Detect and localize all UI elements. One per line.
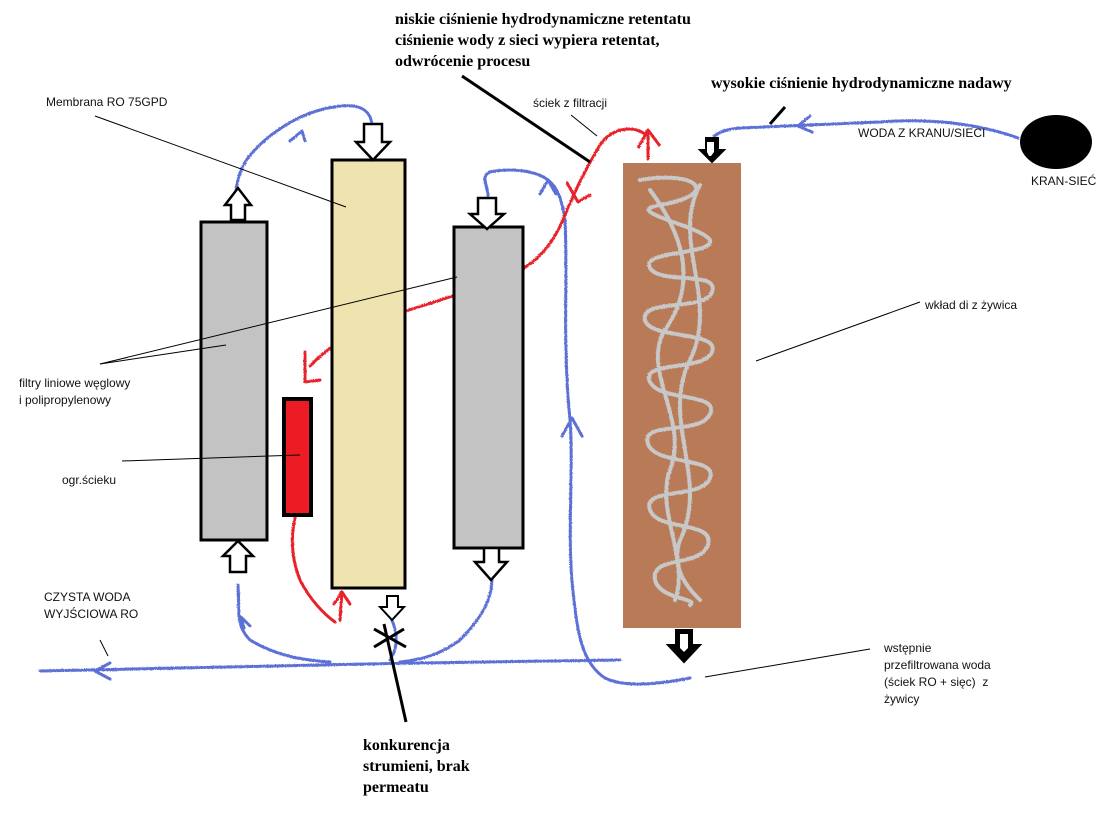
competition-annotation-2: strumieni, brak [363, 758, 470, 775]
clean-water-arrowhead [93, 661, 112, 681]
arrow-down-icon [466, 196, 508, 231]
prefiltered-label-4: żywicy [884, 692, 920, 706]
clean-water-label-1: CZYSTA WODA [44, 590, 131, 604]
waste-filtration-label: ściek z filtracji [533, 96, 608, 110]
line-filter-left [199, 220, 269, 542]
line-filters-label-2: i polipropylenowy [19, 393, 112, 407]
arrow-down-icon [377, 595, 407, 622]
arrow-down-icon [472, 546, 510, 582]
arrow-up-icon [636, 127, 662, 160]
filter-to-membrane-line [234, 104, 374, 192]
high-pressure-annotation: wysokie ciśnienie hydrodynamiczne nadawy [711, 75, 1012, 92]
low-pressure-annotation-3: odwrócenie procesu [395, 53, 531, 70]
arrow-down-icon [353, 122, 393, 162]
tap-water-line [710, 119, 1020, 144]
arrow-down-icon [697, 137, 727, 164]
low-pressure-annotation-2: ciśnienie wody z sieci wypiera retentat, [395, 32, 660, 49]
clean-water-label-2: WYJŚCIOWA RO [44, 607, 139, 621]
prefiltered-water-line [563, 218, 692, 686]
line-filter-right [452, 225, 525, 550]
competition-annotation-3: permeatu [363, 779, 429, 796]
leader-lines [94, 114, 921, 678]
cross-mark-icon [373, 627, 407, 649]
tap-water-label: WODA Z KRANU/SIECI [858, 126, 986, 140]
water-flow-lines [38, 104, 1020, 686]
arrow-down-icon [665, 629, 703, 664]
low-pressure-annotation-1: niskie ciśnienie hydrodynamiczne retenta… [395, 11, 691, 28]
membrane-label: Membrana RO 75GPD [46, 95, 168, 109]
tap-source-label: KRAN-SIEĆ [1031, 174, 1097, 188]
flow-restrictor [282, 397, 313, 517]
line-filters-label-1: filtry liniowe węglowy [19, 376, 131, 390]
prefiltered-label-1: wstępnie [884, 641, 932, 655]
resin-scribble [638, 175, 715, 607]
arrow-up-icon [219, 539, 257, 574]
tap-source-icon [1020, 115, 1092, 169]
restrictor-to-membrane-line [290, 516, 337, 624]
clean-water-output-line [38, 658, 622, 673]
arrow-up-icon [222, 185, 254, 222]
prefiltered-label-3: (ściek RO + sięc) z [884, 675, 989, 689]
prefiltered-label-2: przefiltrowana woda [884, 658, 991, 672]
resin-cartridge-label: wkład di z żywica [925, 298, 1018, 312]
ro-membrane [330, 158, 407, 590]
competition-annotation-1: konkurencja [363, 737, 450, 754]
flow-restrictor-label: ogr.ścieku [62, 473, 117, 487]
